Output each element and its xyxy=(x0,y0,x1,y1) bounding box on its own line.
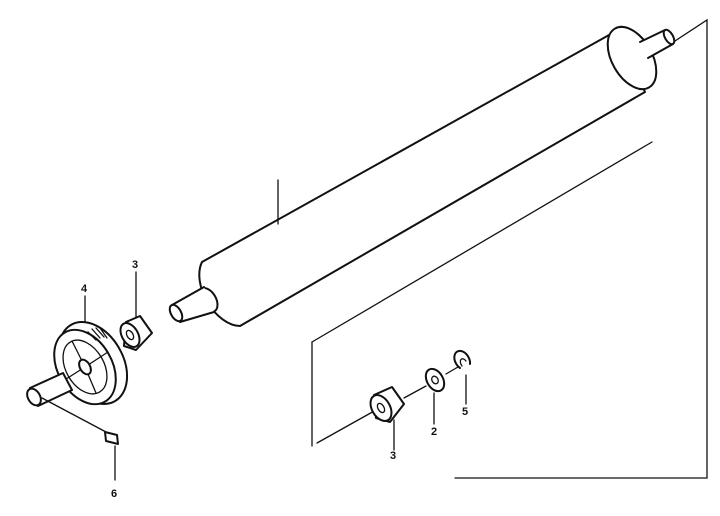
label-gear: 4 xyxy=(81,283,88,295)
detail-axis-2 xyxy=(445,366,459,375)
washer xyxy=(424,367,446,425)
detail-axis xyxy=(403,385,427,399)
roller-left-shaft xyxy=(168,286,219,323)
pin xyxy=(41,397,119,481)
label-pin: 6 xyxy=(111,488,117,500)
bearing-right xyxy=(316,386,405,451)
label-bearing-left: 3 xyxy=(132,259,138,271)
label-washer: 2 xyxy=(431,426,437,438)
roller xyxy=(168,25,676,327)
detail-frame xyxy=(311,18,708,479)
bearing-left xyxy=(119,315,153,351)
gear-teeth xyxy=(87,327,108,341)
label-retaining-ring: 5 xyxy=(462,406,468,418)
label-bearing-right: 3 xyxy=(390,450,396,462)
stub-shaft xyxy=(26,372,73,407)
retaining-ring xyxy=(453,349,472,405)
roller-right-shaft xyxy=(639,28,676,59)
